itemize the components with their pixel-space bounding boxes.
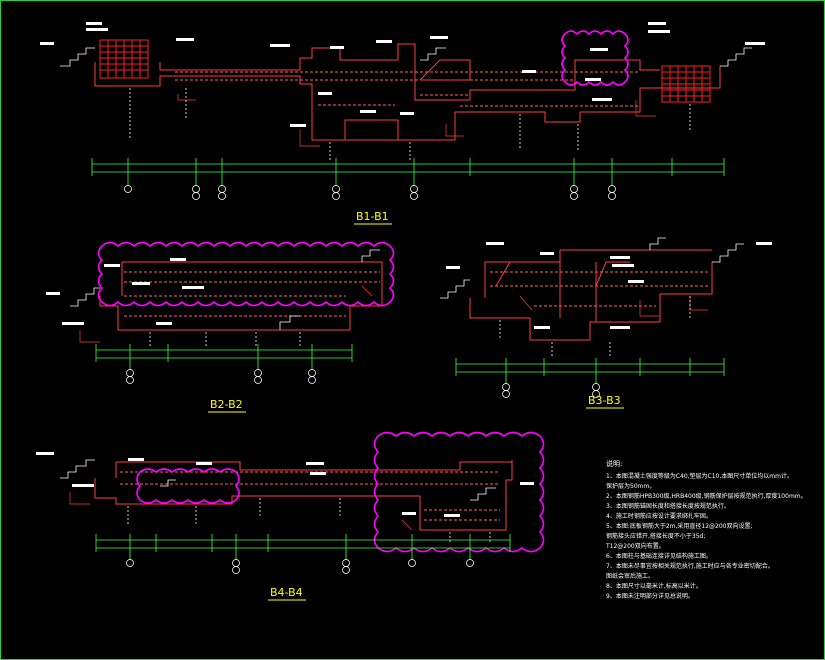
b2-annotations [46, 258, 204, 325]
b1-axis-bubbles [124, 185, 616, 200]
b3-section-title: B3-B3 [588, 394, 621, 407]
b2-revision-cloud [97, 241, 395, 307]
note-line-12: 8、本图尺寸以毫米计,标高以米计。 [606, 582, 702, 590]
b1-hatch-block-left [99, 39, 149, 79]
b4-section-title: B4-B4 [270, 586, 303, 599]
b1-piles [129, 88, 691, 160]
b2-section-title: B2-B2 [210, 398, 243, 411]
note-line-1: 1、本图混凝土强度等级为C40,垫层为C10,本图尺寸单位均以mm计。 [606, 472, 793, 480]
note-line-3: 2、本图钢筋HPB300级,HRB400级,钢筋保护层按规范执行,厚度100mm… [606, 492, 807, 500]
b1-dimensions [91, 158, 725, 186]
b4-steps [60, 459, 496, 501]
b1-annotations [40, 22, 765, 127]
note-line-13: 9、本图未注明部分详见总说明。 [606, 592, 694, 600]
note-line-6: 5、本图:底板钢筋大于2m,采用直径12@200双向设置; [606, 522, 753, 530]
b4-leaders [69, 492, 413, 531]
note-line-4: 3、本图钢筋锚固长度和搭接长度按规范执行。 [606, 502, 730, 510]
b3-steps [440, 237, 744, 299]
b4-piles [127, 498, 491, 544]
b2-steps [70, 249, 380, 330]
b3-structure-outline [469, 249, 713, 341]
section-b1: B1-B1 [40, 22, 765, 225]
b4-dimensions [95, 534, 511, 560]
note-line-10: 7、本图未尽事宜按相关规范执行,施工时应与各专业密切配合。 [606, 562, 774, 570]
b1-structure-outline [94, 43, 721, 141]
b1-hatch-block-right [661, 65, 711, 103]
b2-dimensions [95, 344, 353, 370]
note-line-9: 6、本图柱与基础连接详见结构施工图。 [606, 552, 712, 560]
b1-leaders [177, 94, 656, 147]
b3-axis-bubbles [502, 383, 600, 398]
b2-axis-bubbles [126, 369, 316, 384]
section-b2: B2-B2 [46, 241, 395, 413]
b4-axis-bubbles [126, 559, 474, 574]
section-b3: B3-B3 [440, 237, 772, 409]
b4-revision-cloud-small [136, 468, 240, 504]
b4-revision-cloud-large [373, 431, 545, 553]
b1-revision-cloud [561, 30, 629, 86]
note-line-11: 图纸会审后施工。 [606, 572, 654, 580]
general-notes: 说明: 1、本图混凝土强度等级为C40,垫层为C10,本图尺寸单位均以mm计。 … [605, 459, 807, 600]
b2-leaders [79, 285, 373, 343]
b3-annotations [446, 242, 772, 329]
note-line-8: T12@200双向布置。 [605, 542, 665, 550]
b1-section-title: B1-B1 [356, 210, 389, 223]
b2-structure-outline [99, 261, 383, 331]
note-line-5: 4、施工时钢筋应按设计要求绑扎牢固。 [606, 512, 712, 520]
b3-dimensions [455, 358, 725, 384]
note-line-7: 钢筋接头应错开,搭接长度不小于35d; [606, 532, 705, 540]
b4-annotations [36, 452, 534, 517]
b1-steps [60, 47, 752, 67]
notes-heading: 说明: [606, 459, 622, 468]
b2-piles [149, 332, 301, 346]
b3-piles [499, 296, 691, 356]
section-b4: B4-B4 [36, 431, 545, 601]
note-line-2: 保护层为50mm。 [606, 482, 655, 490]
